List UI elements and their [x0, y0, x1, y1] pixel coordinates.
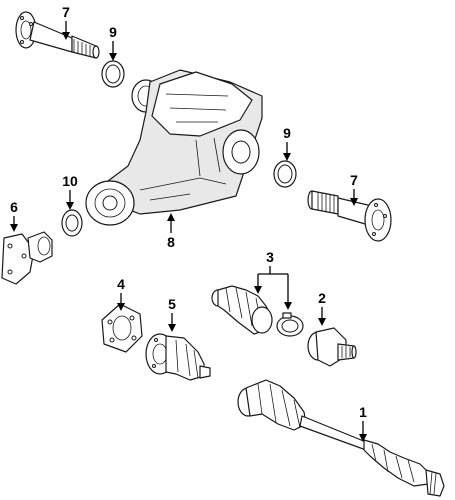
arrowhead — [10, 224, 18, 232]
arrowhead — [66, 202, 74, 210]
boot-kit[interactable] — [211, 285, 304, 337]
callout-label: 1 — [359, 404, 367, 420]
callout-label: 2 — [318, 290, 326, 306]
stub-shaft-left[interactable] — [15, 11, 100, 59]
arrowhead — [350, 198, 358, 206]
outer-cv-joint[interactable] — [307, 327, 357, 367]
callout-4: 4 — [117, 276, 125, 311]
callout-3: 3 — [254, 249, 292, 310]
arrowhead — [109, 53, 117, 61]
arrowhead — [62, 32, 70, 40]
callout-label: 3 — [266, 249, 274, 265]
callout-label: 8 — [167, 234, 175, 250]
arrowhead — [284, 302, 292, 310]
inner-cv-joint[interactable] — [145, 333, 211, 381]
callout-1: 1 — [359, 404, 367, 442]
arrowhead — [168, 324, 176, 332]
arrowhead — [318, 318, 326, 326]
seal-left[interactable] — [61, 209, 83, 237]
callout-9-upper: 9 — [109, 24, 117, 61]
callout-9-right: 9 — [283, 125, 291, 161]
arrowhead — [117, 303, 125, 311]
arrowhead — [167, 213, 175, 221]
arrowhead — [283, 153, 291, 161]
arrowhead — [359, 434, 367, 442]
callout-label: 9 — [283, 125, 291, 141]
callout-7-right: 7 — [350, 172, 358, 206]
callout-8: 8 — [167, 213, 175, 250]
callout-label: 6 — [10, 199, 18, 215]
flange-left[interactable] — [1, 231, 53, 285]
stub-shaft-right[interactable] — [307, 190, 392, 242]
callout-label: 5 — [168, 296, 176, 312]
seal-right[interactable] — [273, 160, 297, 188]
flange[interactable] — [101, 303, 143, 353]
differential-housing[interactable] — [85, 69, 263, 226]
callout-7-upper: 7 — [62, 4, 70, 40]
axle-assembly[interactable] — [237, 379, 445, 497]
seal-upper[interactable] — [101, 60, 125, 88]
callout-5: 5 — [168, 296, 176, 332]
callout-label: 10 — [62, 173, 78, 189]
callout-label: 9 — [109, 24, 117, 40]
callout-label: 7 — [350, 172, 358, 188]
callout-label: 4 — [117, 276, 125, 292]
arrowhead — [254, 286, 262, 294]
callout-label: 7 — [62, 4, 70, 20]
callout-10: 10 — [62, 173, 78, 210]
callout-6: 6 — [10, 199, 18, 232]
callout-2: 2 — [318, 290, 326, 326]
